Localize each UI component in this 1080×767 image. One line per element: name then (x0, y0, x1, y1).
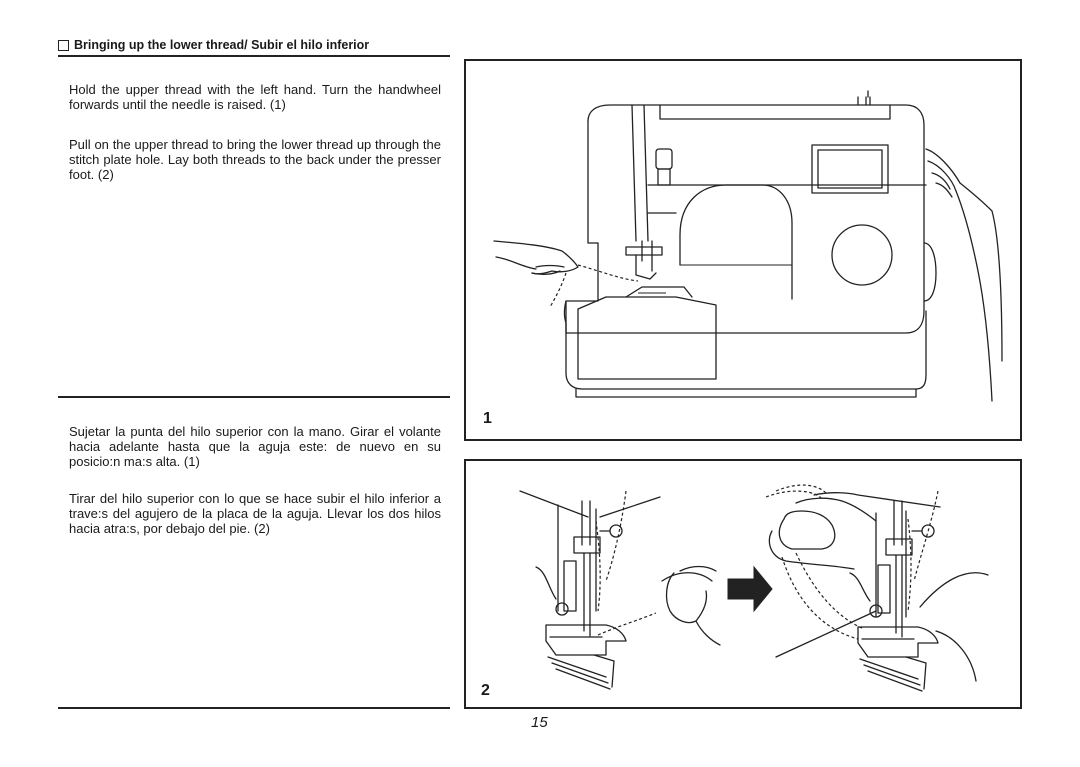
heading-rule (58, 55, 450, 57)
figure-2-number: 2 (481, 682, 490, 699)
english-paragraph-2: Pull on the upper thread to bring the lo… (69, 137, 441, 183)
figure-1-number: 1 (483, 410, 492, 427)
section-heading: Bringing up the lower thread/ Subir el h… (58, 38, 369, 52)
presser-foot-thread-illustration (519, 484, 989, 692)
figure-2-frame: 2 (464, 459, 1022, 709)
spanish-paragraph-2: Tirar del hilo superior con lo que se ha… (69, 491, 441, 537)
spanish-paragraph-1: Sujetar la punta del hilo superior con l… (69, 424, 441, 470)
figure-1-frame: 1 (464, 59, 1022, 441)
checkbox-icon (58, 39, 69, 51)
sewing-machine-illustration (493, 90, 1003, 402)
page-number: 15 (531, 714, 548, 731)
section-title: Bringing up the lower thread/ Subir el h… (74, 38, 370, 52)
english-paragraph-1: Hold the upper thread with the left hand… (69, 82, 441, 113)
bottom-divider (58, 707, 450, 709)
section-divider (58, 396, 450, 398)
